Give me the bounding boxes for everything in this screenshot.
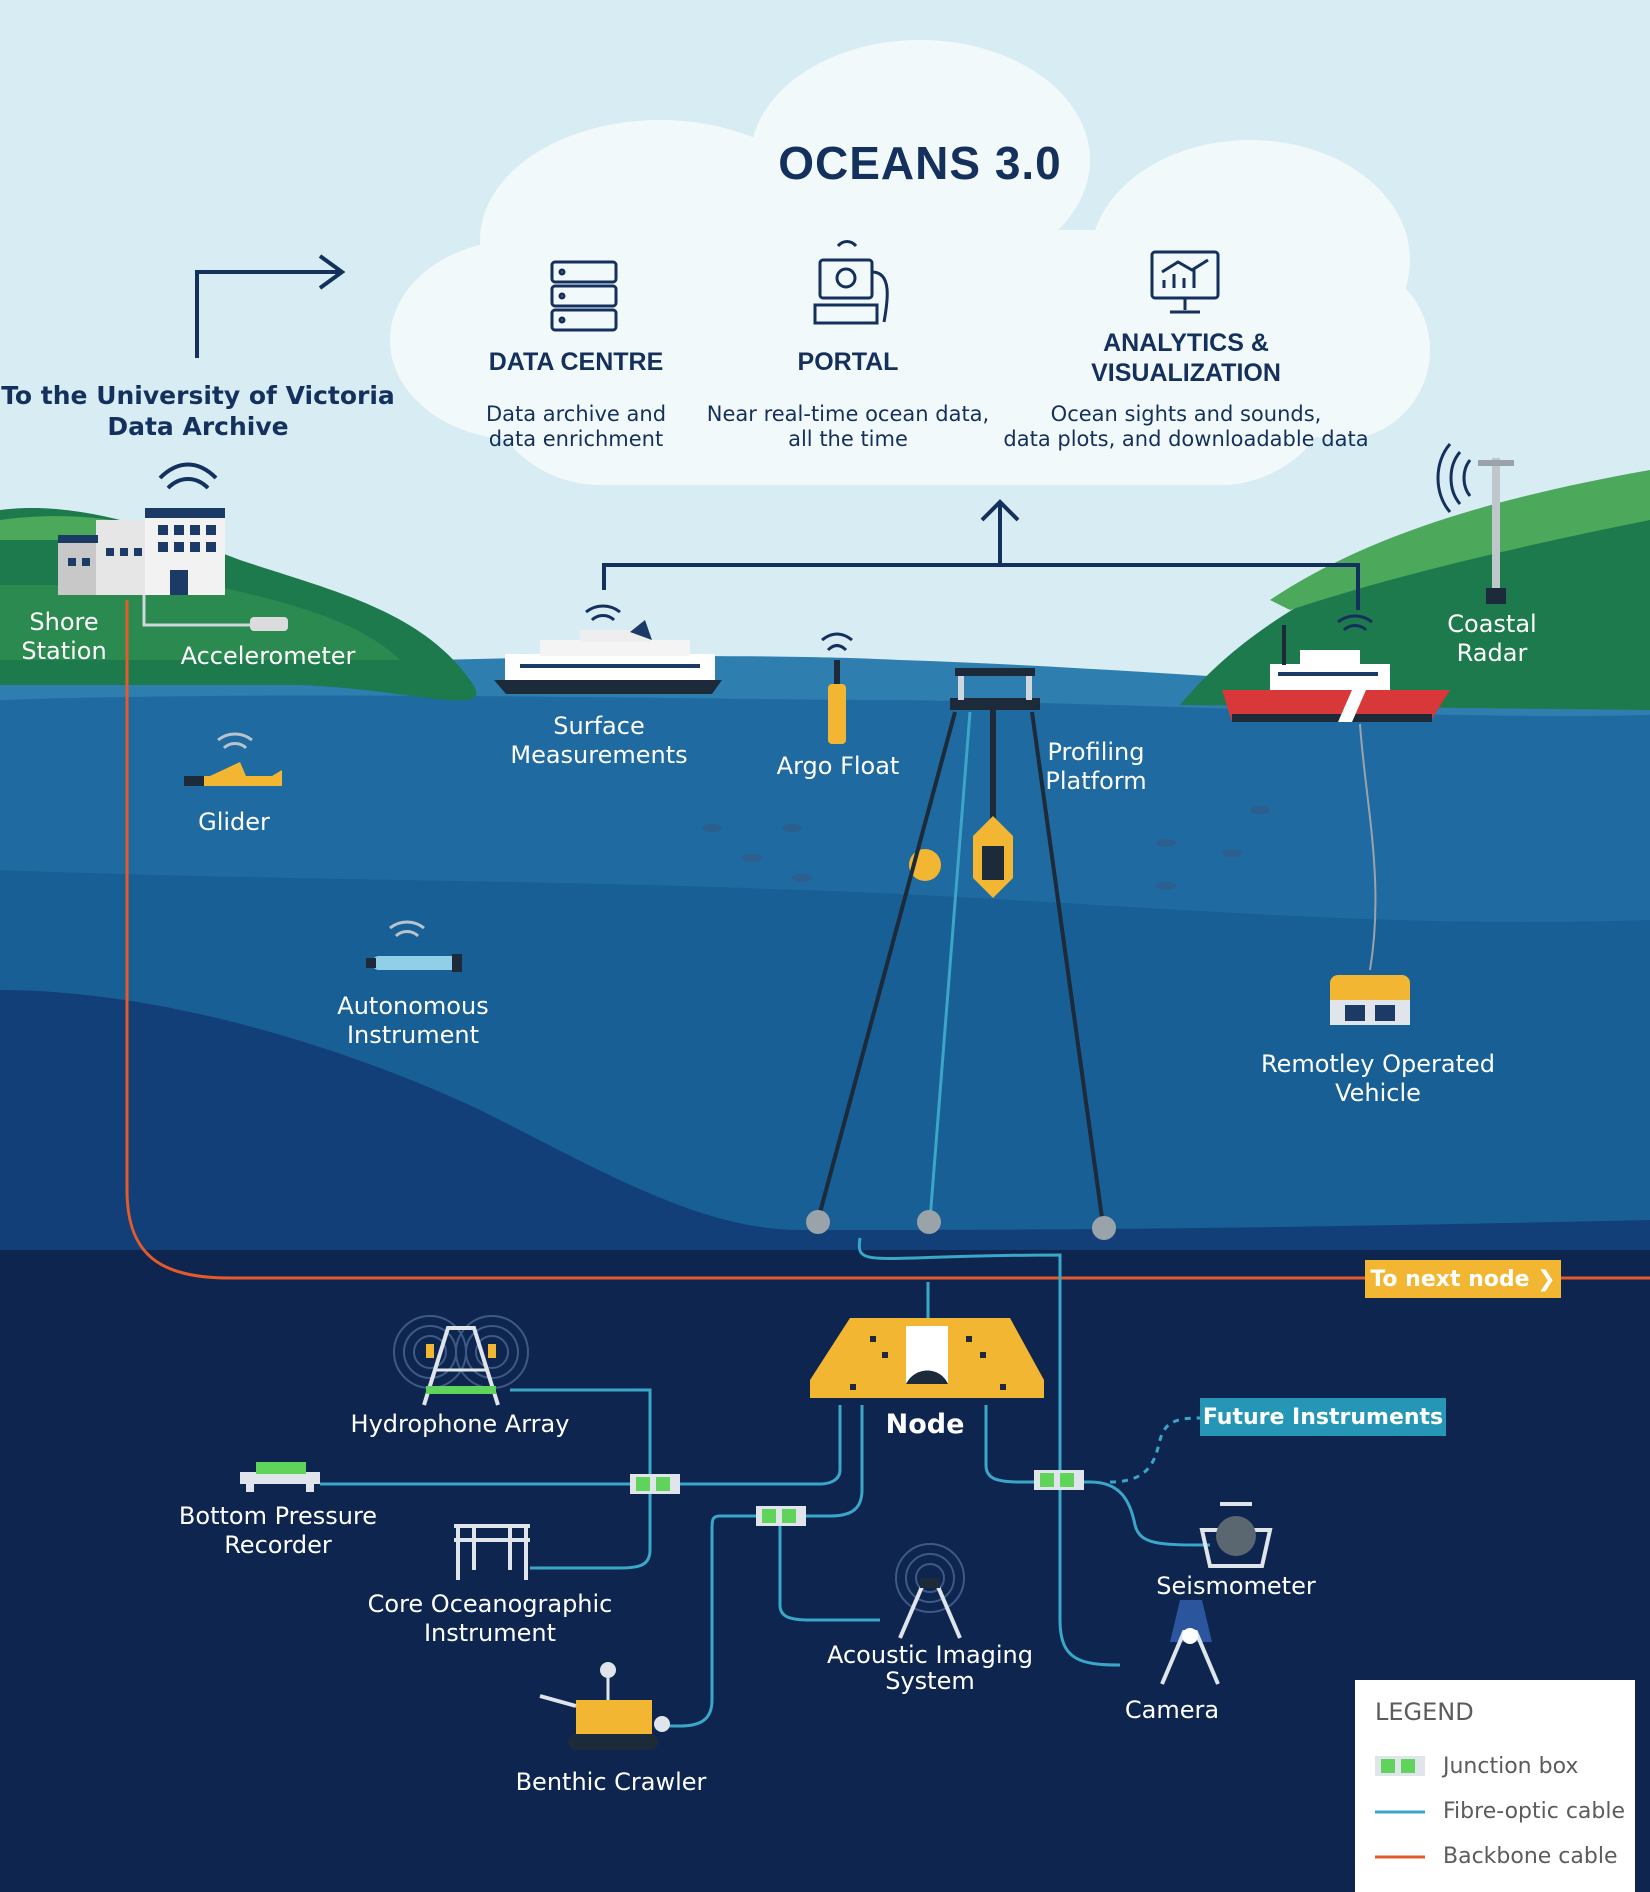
backbone-cable <box>125 600 1650 1280</box>
coastal-radar-tower <box>1436 443 1514 604</box>
data-centre-description: Data archive and data enrichment <box>485 402 667 451</box>
autonomous-instrument-device <box>366 920 462 972</box>
remotely-operated-vehicle <box>1330 975 1410 1025</box>
legend-junction-label: Junction box <box>1443 1754 1579 1779</box>
portal-heading: PORTAL <box>797 348 899 376</box>
acoustic-imaging-label: Acoustic Imaging System <box>826 1641 1034 1695</box>
bottom-pressure-recorder-label: Bottom Pressure Recorder <box>178 1502 378 1559</box>
fibre-optic-network <box>320 1237 1211 1728</box>
surface-measurements-label: Surface Measurements <box>510 712 688 769</box>
future-instruments-tag: Future Instruments <box>1200 1398 1446 1436</box>
portal-icon <box>813 240 889 325</box>
right-hill-light <box>1270 470 1650 610</box>
future-cable <box>1109 1416 1201 1484</box>
accelerometer-cable <box>142 595 255 627</box>
camera-device <box>1160 1600 1220 1685</box>
next-node-tag: To next node ❯ <box>1365 1260 1561 1298</box>
camera-label: Camera <box>1124 1696 1220 1724</box>
accelerometer-label: Accelerometer <box>180 642 356 670</box>
server-icon <box>550 260 618 332</box>
portal-description: Near real-time ocean data, all the time <box>706 402 990 451</box>
left-hill-mid <box>0 585 400 660</box>
legend: LEGEND Junction box Fibre-optic cable Ba… <box>1355 1680 1635 1892</box>
node-device <box>810 1318 1044 1398</box>
coastal-radar-label: Coastal Radar <box>1447 610 1537 667</box>
junction-box-icon <box>630 1474 680 1494</box>
benthic-crawler <box>539 1662 670 1750</box>
junction-box-icon <box>1034 1470 1084 1490</box>
cloud-title: OCEANS 3.0 <box>778 137 1062 189</box>
hydrophone-array <box>393 1315 529 1406</box>
legend-title: LEGEND <box>1375 1698 1474 1726</box>
legend-fibre-label: Fibre-optic cable <box>1443 1799 1626 1824</box>
surface-ferry <box>494 604 722 694</box>
junction-box-icon <box>1375 1756 1425 1776</box>
upload-connector <box>602 499 1360 610</box>
analytics-monitor-icon <box>1150 250 1220 314</box>
analytics-heading: ANALYTICS & VISUALIZATION <box>1091 329 1281 387</box>
rov-label: Remotley Operated Vehicle <box>1261 1050 1495 1107</box>
legend-swatches <box>1375 1756 1425 1859</box>
glider-label: Glider <box>198 808 270 836</box>
analytics-description: Ocean sights and sounds, data plots, and… <box>1003 402 1369 451</box>
hydrophone-array-label: Hydrophone Array <box>350 1410 570 1438</box>
research-vessel <box>1222 614 1450 722</box>
bottom-pressure-recorder <box>240 1462 320 1492</box>
shore-station-building <box>58 462 225 595</box>
data-centre-heading: DATA CENTRE <box>488 348 664 376</box>
core-oceanographic-label: Core Oceanographic Instrument <box>367 1590 613 1647</box>
profiling-platform-label: Profiling Platform <box>1045 738 1147 795</box>
profiling-platform <box>806 668 1116 1240</box>
fish-school <box>702 806 1270 890</box>
benthic-crawler-label: Benthic Crawler <box>515 1768 707 1796</box>
oceans-cloud <box>390 40 1430 485</box>
argo-float <box>821 632 853 744</box>
autonomous-instrument-label: Autonomous Instrument <box>337 992 489 1049</box>
shore-station-label: Shore Station <box>21 608 107 665</box>
rov-tether <box>1359 723 1377 971</box>
acoustic-imaging-system <box>895 1543 965 1639</box>
archive-label: To the University of Victoria Data Archi… <box>1 381 395 441</box>
seismometer-label: Seismometer <box>1156 1572 1316 1600</box>
seismometer <box>1199 1502 1273 1568</box>
accelerometer-device <box>250 617 288 631</box>
argo-float-label: Argo Float <box>776 752 900 780</box>
node-label: Node <box>885 1409 965 1440</box>
legend-backbone-label: Backbone cable <box>1443 1844 1618 1869</box>
core-oceanographic-instrument <box>454 1524 530 1580</box>
glider-device <box>184 732 282 786</box>
junction-box-icon <box>756 1506 806 1526</box>
archive-arrow <box>195 254 346 358</box>
